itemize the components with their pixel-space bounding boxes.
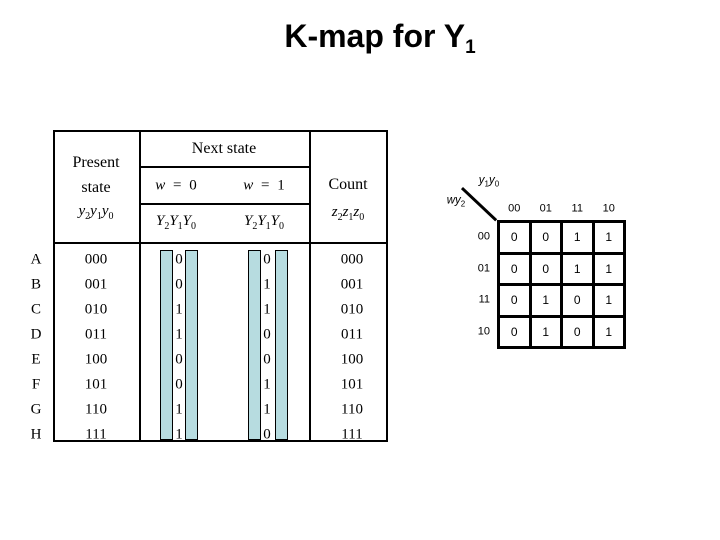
kmap-cell: 0: [563, 286, 592, 315]
page-title: K-map for Y1: [20, 18, 720, 59]
row-label: B: [30, 276, 42, 293]
row-label: H: [30, 426, 42, 443]
next-state-w0-y1-bit: 0: [175, 351, 183, 368]
present-state-value: 010: [84, 301, 108, 318]
next-state-w0-y1-bit: 1: [175, 426, 183, 443]
highlight-bar-w0-y2: [160, 250, 173, 440]
kmap-col-header: 11: [571, 202, 583, 214]
next-state-variables-w0: Y2Y1Y0: [155, 213, 197, 232]
kmap-cell: 1: [594, 286, 623, 315]
page-title-text: K-map for Y: [284, 18, 466, 54]
state-table-header-separator: [53, 242, 388, 244]
count-value: 111: [341, 426, 363, 443]
next-state-w1-y1-bit: 1: [263, 276, 271, 293]
next-state-separator: [139, 166, 311, 168]
count-value: 110: [341, 401, 363, 418]
kmap-cell: 0: [563, 317, 592, 346]
kmap-cell: 1: [531, 286, 560, 315]
next-state-variables-w1: Y2Y1Y0: [243, 213, 285, 232]
kmap-col-header: 00: [508, 202, 521, 214]
kmap-cell: 0: [500, 254, 529, 283]
next-state-w1-y1-bit: 0: [263, 426, 271, 443]
next-state-w1-y1-bit: 0: [263, 326, 271, 343]
kmap-row-header: 11: [478, 293, 490, 306]
next-state-w0-y1-bit: 0: [175, 376, 183, 393]
next-state-w0-y1-bit: 0: [175, 251, 183, 268]
present-state-header-line2: state: [81, 179, 111, 196]
row-label: E: [31, 351, 41, 368]
w0-header: w = 0: [155, 177, 197, 194]
count-value: 100: [340, 351, 364, 368]
present-state-value: 101: [84, 376, 108, 393]
next-state-w0-y1-bit: 0: [175, 276, 183, 293]
kmap-row-header: 00: [477, 230, 490, 243]
kmap-col-header: 01: [539, 202, 552, 214]
row-label: A: [30, 251, 42, 268]
kmap-col-header: 10: [602, 202, 615, 214]
next-state-w0-y1-bit: 1: [175, 401, 183, 418]
present-state-value: 100: [84, 351, 108, 368]
count-value: 000: [340, 251, 364, 268]
next-state-w1-y1-bit: 1: [263, 301, 271, 318]
highlight-bar-w1-y0: [275, 250, 288, 440]
kmap-cell: 0: [531, 254, 560, 283]
kmap-row-header: 01: [477, 262, 490, 275]
kmap-cell: 0: [500, 223, 529, 252]
row-label: D: [30, 326, 42, 343]
next-state-w0-y1-bit: 1: [175, 326, 183, 343]
highlight-bar-w1-y2: [248, 250, 261, 440]
kmap-corner-diagonal: [461, 187, 498, 222]
state-table-vline-count: [309, 130, 311, 442]
next-state-w1-y1-bit: 1: [263, 376, 271, 393]
next-state-w0-y1-bit: 1: [175, 301, 183, 318]
kmap-cell: 0: [531, 223, 560, 252]
count-variables: z2z1z0: [331, 204, 365, 223]
count-value: 011: [341, 326, 363, 343]
present-state-header-line1: Present: [72, 154, 120, 171]
present-state-value: 011: [85, 326, 107, 343]
row-label: G: [30, 401, 42, 418]
kmap-cell: 1: [531, 317, 560, 346]
kmap-cell: 1: [594, 223, 623, 252]
present-state-variables: y2y1y0: [78, 203, 114, 222]
count-value: 001: [340, 276, 364, 293]
next-state-header: Next state: [191, 140, 257, 157]
present-state-value: 001: [84, 276, 108, 293]
w-row-separator: [139, 203, 311, 205]
present-state-value: 000: [84, 251, 108, 268]
count-value: 010: [340, 301, 364, 318]
kmap-top-variables-label: y1y0: [478, 174, 500, 189]
present-state-value: 110: [85, 401, 107, 418]
count-value: 101: [340, 376, 364, 393]
kmap-cell: 1: [594, 254, 623, 283]
kmap-side-variables-label: wy2: [446, 194, 466, 209]
kmap-cell: 1: [594, 317, 623, 346]
row-label: F: [31, 376, 41, 393]
kmap-cell: 0: [500, 317, 529, 346]
present-state-value: 111: [85, 426, 107, 443]
page-title-subscript: 1: [465, 37, 476, 58]
next-state-w1-y1-bit: 0: [263, 251, 271, 268]
row-label: C: [30, 301, 42, 318]
kmap-cell: 1: [563, 223, 592, 252]
count-header: Count: [328, 176, 368, 193]
next-state-w1-y1-bit: 1: [263, 401, 271, 418]
state-table-vline-present: [139, 130, 141, 442]
kmap-cell: 1: [563, 254, 592, 283]
state-table-border: [53, 130, 388, 442]
kmap-row-header: 10: [477, 325, 490, 338]
highlight-bar-w0-y0: [185, 250, 198, 440]
w1-header: w = 1: [243, 177, 285, 194]
next-state-w1-y1-bit: 0: [263, 351, 271, 368]
kmap-cell: 0: [500, 286, 529, 315]
